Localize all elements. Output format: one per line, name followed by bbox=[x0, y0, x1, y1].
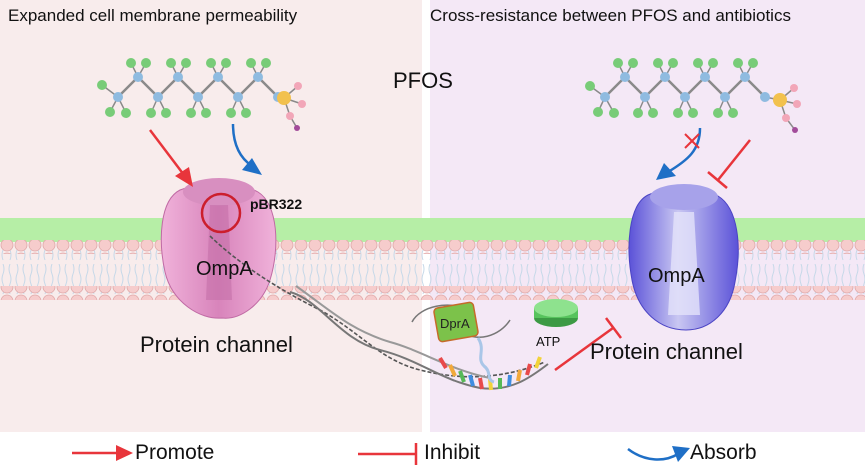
dpra-protein bbox=[411, 301, 511, 384]
dna-base-pairs bbox=[438, 356, 542, 391]
ompa-channel-left bbox=[160, 178, 277, 319]
pfos-molecule-right bbox=[585, 58, 801, 133]
plasmid-label: pBR322 bbox=[250, 196, 303, 212]
legend-inhibit-icon bbox=[358, 443, 418, 465]
protein-channel-label-right: Protein channel bbox=[590, 339, 743, 364]
protein-channel-label-left: Protein channel bbox=[140, 332, 293, 357]
legend-absorb-icon bbox=[627, 446, 690, 462]
promote-arrow-left bbox=[149, 129, 193, 187]
right-panel-title: Cross-resistance between PFOS and antibi… bbox=[430, 6, 791, 25]
ompa-label-left: OmpA bbox=[196, 258, 253, 280]
pfos-molecule-left bbox=[97, 58, 306, 131]
atp-label: ATP bbox=[536, 334, 561, 349]
legend-inhibit-label: Inhibit bbox=[424, 441, 481, 464]
legend-absorb-label: Absorb bbox=[690, 441, 757, 464]
legend-promote-icon bbox=[72, 445, 133, 461]
legend-bar bbox=[0, 432, 865, 471]
atp-molecule bbox=[534, 299, 578, 327]
blocked-mark-icon bbox=[684, 133, 700, 149]
plasmid-pbr322-icon bbox=[200, 192, 242, 234]
ompa-channel-right bbox=[628, 184, 739, 331]
legend-promote-label: Promote bbox=[135, 441, 215, 464]
ompa-label-right: OmpA bbox=[648, 265, 705, 287]
dpra-label: DprA bbox=[440, 316, 470, 331]
pfos-label: PFOS bbox=[393, 68, 453, 93]
dna-strand bbox=[209, 235, 549, 390]
absorb-arrow-right bbox=[656, 127, 702, 180]
left-panel-title: Expanded cell membrane permeability bbox=[8, 6, 298, 25]
inhibit-line-top bbox=[707, 139, 751, 189]
inhibit-line-bottom bbox=[554, 317, 622, 372]
absorb-arrow-left bbox=[231, 123, 262, 175]
